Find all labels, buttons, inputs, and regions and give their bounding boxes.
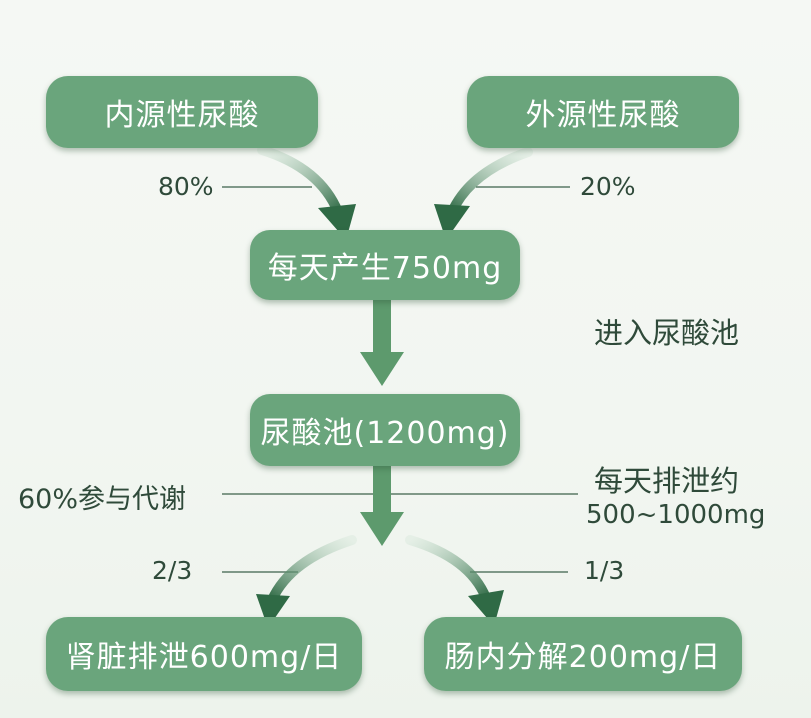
uric-acid-pool-label: 尿酸池(1200mg) — [260, 416, 510, 451]
excretion-line2-label: 500~1000mg — [586, 500, 766, 530]
metabolism-label: 60%参与代谢 — [18, 484, 187, 515]
curve-arrow-endogenous — [257, 145, 343, 217]
curve-arrow-exogenous — [447, 147, 533, 217]
kidney-excretion-label: 肾脏排泄600mg/日 — [65, 640, 343, 675]
intestine-share-label: 1/3 — [584, 556, 625, 585]
exogenous-uric-acid-box: 外源性尿酸 — [467, 76, 739, 148]
straight-arrow-shaft-1 — [373, 298, 391, 354]
endogenous-uric-acid-label: 内源性尿酸 — [104, 98, 260, 133]
straight-arrow-shaft-2 — [373, 465, 391, 515]
daily-production-box: 每天产生750mg — [250, 230, 520, 300]
exogenous-uric-acid-label: 外源性尿酸 — [525, 98, 681, 133]
endogenous-share-label: 80% — [158, 172, 214, 201]
exogenous-share-label: 20% — [580, 172, 636, 201]
daily-production-label: 每天产生750mg — [267, 251, 503, 286]
excretion-line1-label: 每天排泄约 — [594, 464, 740, 498]
curve-arrowhead-kidney — [256, 594, 290, 628]
kidney-share-label: 2/3 — [152, 556, 193, 585]
intestine-breakdown-label: 肠内分解200mg/日 — [444, 640, 722, 675]
straight-arrowhead-1 — [360, 352, 404, 386]
endogenous-uric-acid-box: 内源性尿酸 — [46, 76, 318, 148]
uric-acid-pool-box: 尿酸池(1200mg) — [250, 394, 520, 466]
curve-arrow-kidney — [267, 535, 357, 605]
enter-pool-label: 进入尿酸池 — [594, 316, 740, 350]
curve-arrow-intestine — [405, 535, 491, 603]
kidney-excretion-box: 肾脏排泄600mg/日 — [46, 617, 362, 691]
straight-arrowhead-2 — [360, 512, 404, 546]
intestine-breakdown-box: 肠内分解200mg/日 — [424, 617, 742, 691]
